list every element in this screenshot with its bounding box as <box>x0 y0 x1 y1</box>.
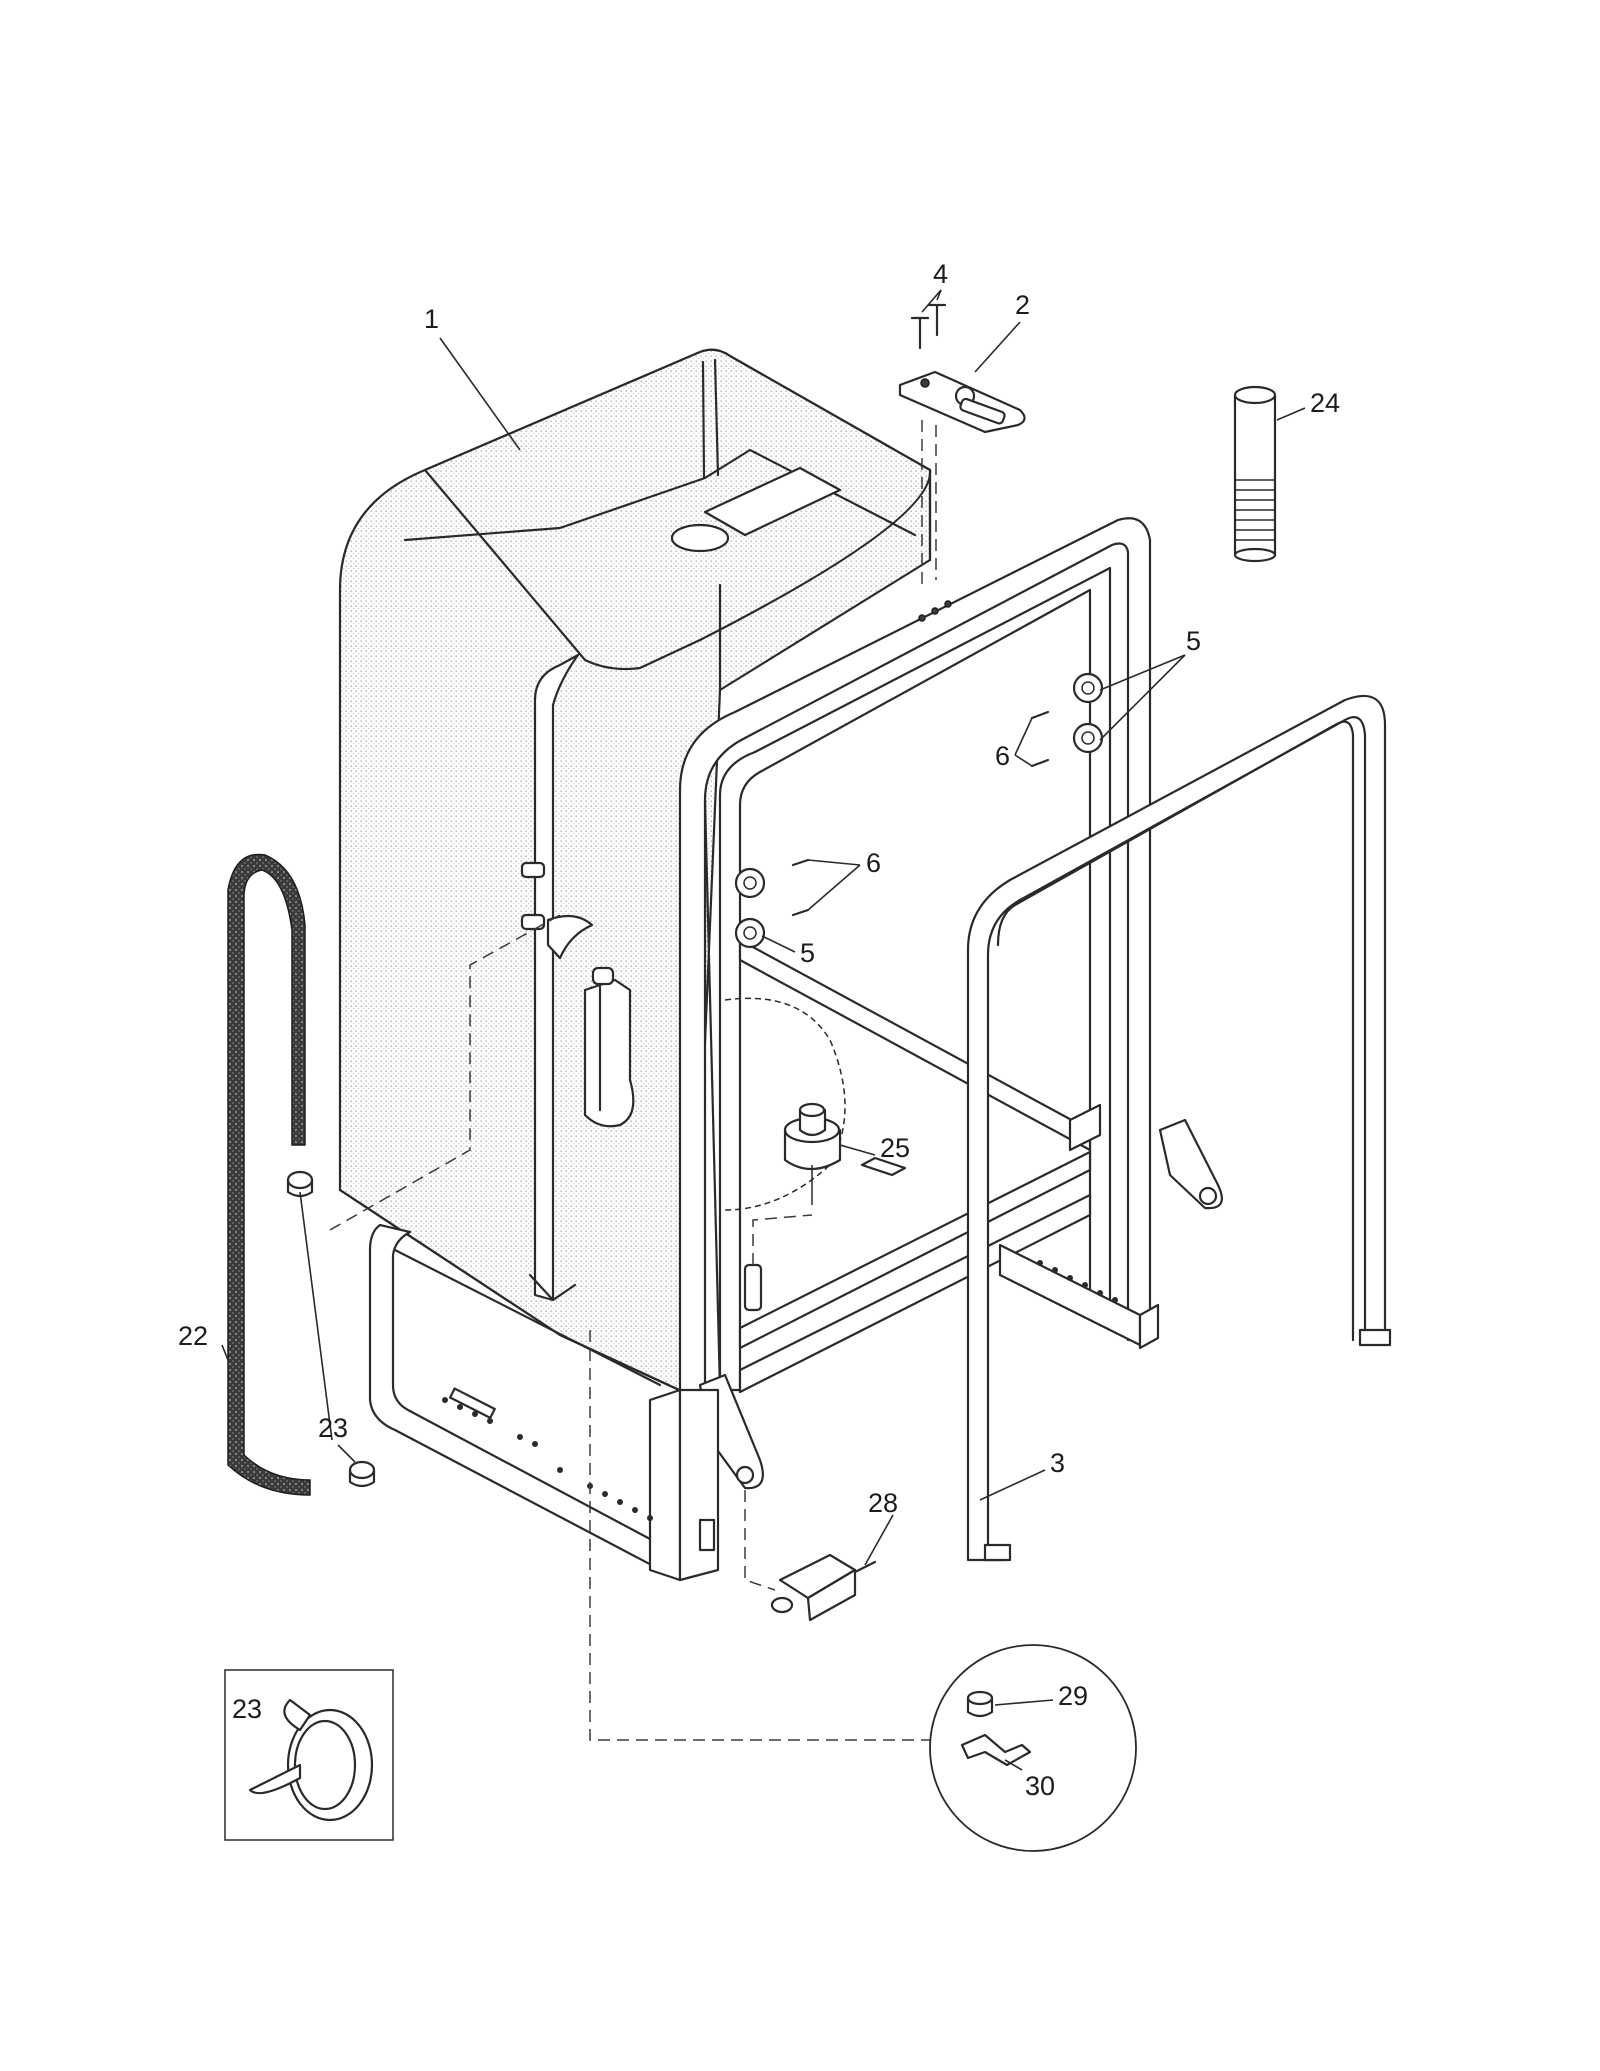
callout-5-left: 5 <box>800 938 815 968</box>
screw <box>910 303 947 350</box>
alignment-line <box>329 914 561 1231</box>
callout-6-right: 6 <box>995 741 1010 771</box>
mounting-bracket <box>898 370 1026 434</box>
callout-25: 25 <box>880 1133 910 1163</box>
callout-4: 4 <box>933 259 948 289</box>
sensor-detail-inset <box>929 1644 1137 1852</box>
callout-30: 30 <box>1025 1771 1055 1801</box>
rack-roller <box>734 672 1104 949</box>
drain-hose <box>227 853 311 1496</box>
hose-clamp <box>286 1170 376 1488</box>
callout-23-hose: 23 <box>318 1413 348 1443</box>
callout-28: 28 <box>868 1488 898 1518</box>
alignment-line <box>589 1330 935 1741</box>
door-gasket <box>966 694 1392 1562</box>
clamp-detail-inset <box>224 1669 394 1841</box>
tub-front-frame <box>678 517 1223 1490</box>
callout-3: 3 <box>1050 1448 1065 1478</box>
roller-screw <box>791 710 1050 917</box>
fill-tube <box>1233 385 1277 563</box>
callout-1: 1 <box>424 304 439 334</box>
base-frame <box>368 1223 1160 1582</box>
door-switch <box>744 1490 877 1622</box>
sump-assembly <box>724 997 907 1312</box>
tub <box>338 348 932 1397</box>
callout-22: 22 <box>178 1321 208 1351</box>
callout-labels: 1 2 3 4 5 5 6 6 22 23 23 24 25 28 29 30 <box>178 259 1340 1801</box>
callout-2: 2 <box>1015 290 1030 320</box>
callout-23-inset: 23 <box>232 1694 262 1724</box>
callout-5-right: 5 <box>1186 626 1201 656</box>
callout-24: 24 <box>1310 388 1340 418</box>
leader-lines <box>221 289 1306 1771</box>
callout-6-left: 6 <box>866 848 881 878</box>
callout-29: 29 <box>1058 1681 1088 1711</box>
